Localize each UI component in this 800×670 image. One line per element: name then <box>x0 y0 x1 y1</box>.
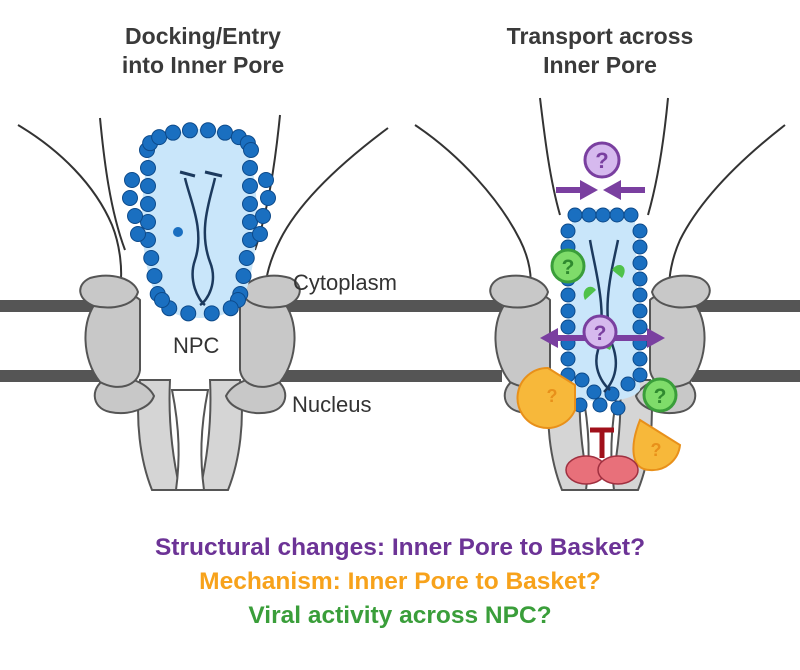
capsid-bead <box>242 178 258 194</box>
question-viral-activity: Viral activity across NPC? <box>248 602 552 629</box>
panel-title-right-line1: Transport across <box>506 23 694 49</box>
capsid-bead <box>632 367 648 383</box>
capsid-bead <box>632 303 648 319</box>
capsid-bead <box>154 292 170 308</box>
capsid-bead <box>260 190 276 206</box>
capsid-bead <box>143 250 160 266</box>
capsid-bead <box>127 208 143 224</box>
capsid-bead <box>242 160 258 176</box>
capsid-bead <box>140 196 156 212</box>
capsid-left <box>122 122 276 322</box>
capsid-bead <box>592 397 608 413</box>
npc-label: NPC <box>173 333 220 358</box>
question-mark-green-bottom: ? <box>654 385 667 408</box>
capsid-bead <box>632 239 648 255</box>
capsid-bead <box>560 319 576 335</box>
capsid-bead <box>595 207 611 223</box>
capsid-bead <box>632 319 648 335</box>
capsid-bead <box>609 207 625 223</box>
capsid-bead <box>581 207 597 223</box>
capsid-bead <box>200 122 217 139</box>
question-mark-purple-top: ? <box>595 148 608 173</box>
capsid-bead <box>243 142 259 158</box>
capsid-bead <box>560 351 576 367</box>
capsid-bead <box>242 214 258 230</box>
capsid-bead <box>258 172 274 188</box>
capsid-bead <box>124 172 140 188</box>
reverse-transcriptase-icon <box>173 227 183 237</box>
capsid-bead <box>140 214 156 230</box>
capsid-bead <box>632 351 648 367</box>
capsid-bead <box>122 190 138 206</box>
capsid-bead <box>560 287 576 303</box>
question-mark-orange-left: ? <box>547 386 558 406</box>
capsid-bead <box>574 372 590 388</box>
capsid-bead <box>180 305 197 322</box>
capsid-bead <box>203 305 220 322</box>
nuclear-envelope <box>0 300 800 382</box>
capsid-bead <box>255 208 271 224</box>
capsid-bead <box>560 303 576 319</box>
capsid-bead <box>242 196 258 212</box>
panel-title-left: Docking/Entry into Inner Pore <box>73 22 333 80</box>
capsid-bead <box>632 255 648 271</box>
capsid-bead <box>620 376 636 392</box>
left-panel <box>17 114 389 491</box>
capsid-bead <box>604 386 620 402</box>
panel-title-right: Transport across Inner Pore <box>470 22 730 80</box>
capsid-bead <box>632 271 648 287</box>
panel-title-left-line2: into Inner Pore <box>121 52 285 78</box>
capsid-bead <box>130 226 146 242</box>
host-factor-right <box>632 418 682 472</box>
capsid-bead <box>560 223 576 239</box>
panel-title-left-line1: Docking/Entry <box>125 23 281 49</box>
capsid-bead <box>222 300 239 317</box>
capsid-bead <box>146 268 163 284</box>
capsid-bead <box>181 122 198 139</box>
right-panel <box>414 97 786 491</box>
capsid-bead <box>140 160 156 176</box>
capsid-bead <box>140 178 156 194</box>
panel-title-right-line2: Inner Pore <box>543 52 657 78</box>
constriction-arrows <box>556 180 645 200</box>
nucleus-label: Nucleus <box>292 392 372 417</box>
capsid-bead <box>235 268 252 284</box>
capsid-bead <box>165 124 181 141</box>
capsid-bead <box>623 207 639 223</box>
capsid-bead <box>632 223 648 239</box>
question-badges: ? ? ? ? ? ? <box>547 141 678 460</box>
capsid-bead <box>217 124 233 141</box>
capsid-bead <box>610 400 626 416</box>
question-mechanism: Mechanism: Inner Pore to Basket? <box>199 568 601 595</box>
question-mark-orange-right: ? <box>651 440 662 460</box>
capsid-bead <box>151 129 168 146</box>
capsid-bead <box>567 207 583 223</box>
capsid-bead <box>252 226 268 242</box>
question-mark-green-top: ? <box>562 256 575 279</box>
host-factor-left <box>516 366 576 429</box>
capsid-bead <box>586 384 602 400</box>
capsid-bead <box>238 250 255 266</box>
question-structural: Structural changes: Inner Pore to Basket… <box>154 534 646 561</box>
question-mark-purple-mid: ? <box>594 322 607 345</box>
cytoplasm-label: Cytoplasm <box>293 270 397 295</box>
capsid-bead <box>632 287 648 303</box>
